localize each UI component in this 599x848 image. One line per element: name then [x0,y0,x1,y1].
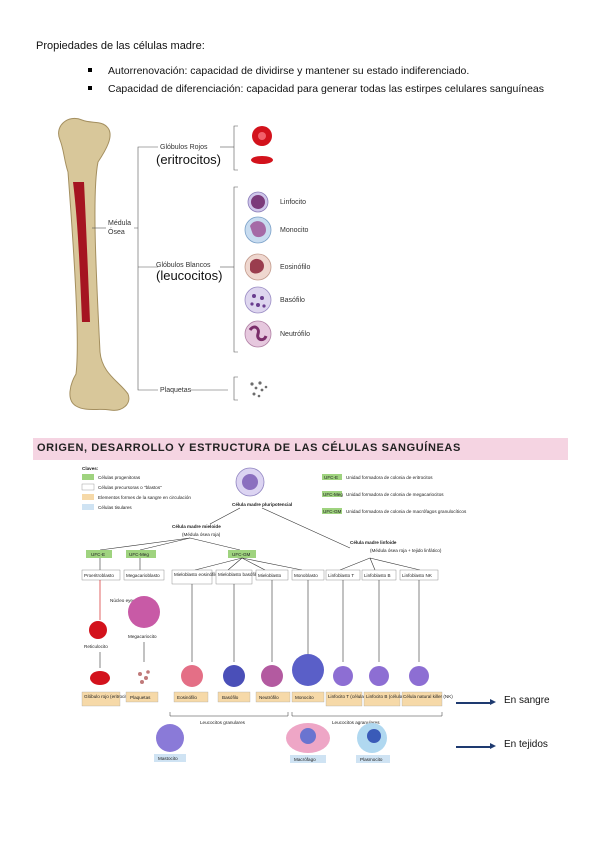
erythrocyte-side [251,156,273,164]
megakaryocyte-label: Megacariocito [128,634,157,639]
erythrocyte-cell [90,671,110,685]
precursor-label: Mieloblasto eosinófilo [174,572,218,577]
tissue-label: Mastocito [158,756,178,761]
marrow-label: Médula [108,220,131,227]
list-item: Autorrenovación: capacidad de dividirse … [88,62,544,80]
precursor-label: Mieloblasto basófilo [218,572,259,577]
lymphoid-label: Célula madre linfoide [350,540,397,545]
red-cells-label: Glóbulos Rojos [160,144,208,151]
cfu-e-box: UFC-E [91,552,105,557]
femur-bone [58,118,130,411]
platelets-cluster [250,381,268,398]
cfu-gm-code: UFC-GM [323,509,342,514]
cfu-gm-box: UFC-GM [232,552,251,557]
final-label: Célula natural killer (NK) [403,694,453,699]
precursor-label: Megacarioblasto [126,573,160,578]
properties-list: Autorrenovación: capacidad de dividirse … [88,62,544,98]
arrow-blood [456,699,496,705]
lymphoid-sublabel: (Médula ósea roja + tejido linfático) [370,548,442,553]
t-lymphocyte-cell [333,666,353,686]
precursor-label: Linfoblasto T [328,573,354,578]
neutrophil-cell [261,665,283,687]
eosinophil-cell [181,665,203,687]
final-label: Monocito [295,695,314,700]
b-lymphocyte-cell [369,666,389,686]
section-banner: ORIGEN, DESARROLLO Y ESTRUCTURA DE LAS C… [33,438,568,460]
precursor-label: Monoblasto [294,573,318,578]
mast-cell [156,724,184,752]
reticulocyte-label: Reticulocito [84,644,108,649]
platelets-icon [138,670,150,684]
precursor-label: Mieloblasto [258,573,282,578]
final-label: Basófilo [222,695,239,700]
key-circulating: Elementos formes de la sangre en circula… [98,495,191,500]
basophil-label: Basófilo [280,297,305,304]
nucleus-ejected-label: Núcleo eyectado [110,598,145,603]
lymphocyte-label: Linfocito [280,199,306,206]
stem-cell-label: Célula madre pluripotencial [232,502,292,507]
bone-marrow [73,182,90,322]
keys-title: Claves: [82,466,99,471]
eosinophil-label: Eosinófilo [280,264,310,271]
tissue-label: Macrófago [294,757,316,762]
arrow-tissue [456,743,496,749]
final-label: Eosinófilo [177,695,197,700]
precursor-row: Proeritroblasto Megacarioblasto Mielobla… [81,569,439,585]
basophil-cell [223,665,245,687]
megakaryocyte-cell [128,596,160,628]
final-label: Linfocito B (célula B) [366,694,409,699]
list-item: Capacidad de diferenciación: capacidad p… [88,80,544,98]
reticulocyte-cell [89,621,107,639]
red-cells-name: (eritrocitos) [156,152,221,167]
cfu-gm-def: Unidad formadora de colonia de macrófago… [346,509,467,514]
bone-blood-cells-figure: Médula Ósea Glóbulos Rojos (eritrocitos)… [58,118,310,411]
precursor-label: Linfoblasto B [364,573,391,578]
platelets-label: Plaquetas [160,387,192,394]
in-tissue-label: En tejidos [504,739,548,750]
monocyte-cell [292,654,324,686]
key-precursor: Células precursoras o "blastos" [98,485,162,490]
final-label: Linfocito T (célula T) [328,694,370,699]
final-label: Glóbulo rojo (eritrocito) [84,694,131,699]
marrow-label-2: Ósea [108,227,125,236]
basophil-cell [244,286,272,314]
intro-text: Propiedades de las células madre: [36,40,205,52]
final-label: Neutrófilo [259,695,279,700]
cfu-meg-def: Unidad formadora de colonia de megacario… [346,492,444,497]
neutrophil-label: Neutrófilo [280,331,310,338]
final-label: Plaquetas [130,695,151,700]
cfu-e-def: Unidad formadora de colonia de eritrocit… [346,475,433,480]
key-progenitor: Células progenitoras [98,475,141,480]
cfu-meg-box: UFC-Meg [129,552,149,557]
precursor-label: Linfoblasto NK [402,573,433,578]
white-cells-name: (leucocitos) [156,268,222,283]
hematopoiesis-diagram: Claves: Células progenitoras Células pre… [81,466,467,763]
final-cells-row: Glóbulo rojo (eritrocito) Plaquetas Eosi… [81,691,453,707]
precursor-label: Proeritroblasto [84,573,114,578]
agranular-label: Leucocitos agranulares [332,720,380,725]
tissue-label: Plasmocito [360,757,383,762]
monocyte-label: Monocito [280,227,309,234]
tissue-cells-row: Mastocito Macrófago Plasmocito [154,723,390,763]
white-cells-label: Glóbulos Blancos [156,262,211,269]
cfu-meg-code: UFC-Meg [323,492,343,497]
key-tissue: Células tisulares [98,505,132,510]
in-blood-label: En sangre [504,695,550,706]
nk-cell [409,666,429,686]
section-title: ORIGEN, DESARROLLO Y ESTRUCTURA DE LAS C… [37,442,461,454]
cfu-e-code: UFC-E [324,475,338,480]
myeloid-label: Célula madre mieloide [172,524,221,529]
myeloid-sublabel: (Médula ósea roja) [182,532,221,537]
granular-label: Leucocitos granulares [200,720,246,725]
